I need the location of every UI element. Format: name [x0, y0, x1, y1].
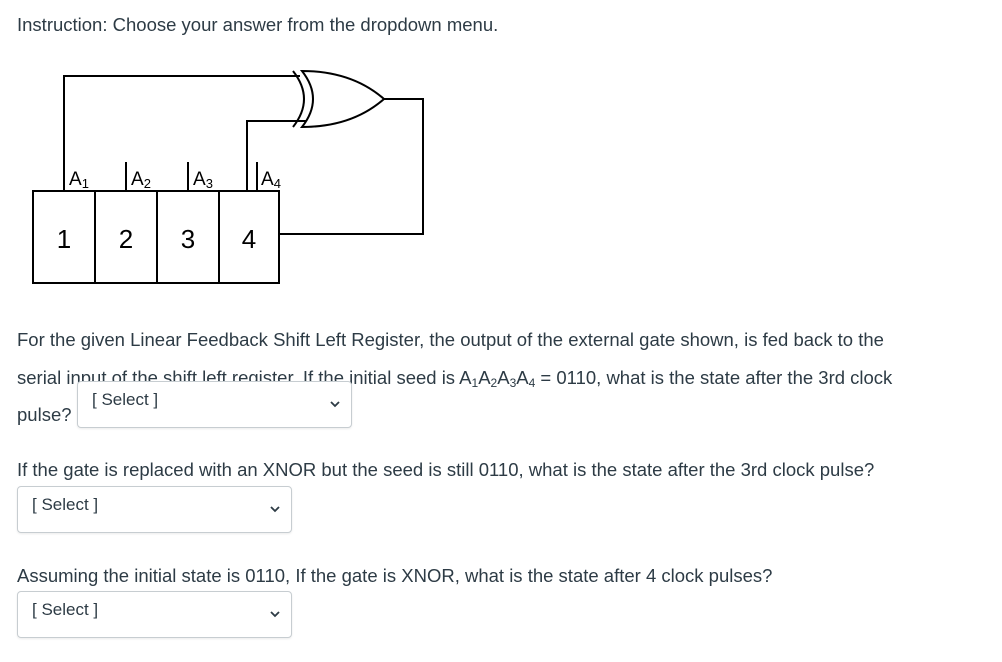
label-a1: A1: [69, 169, 89, 191]
xor-gate: [299, 69, 386, 129]
answer-2-dropdown[interactable]: [ Select ]: [17, 486, 292, 533]
question-1-line-3: pulse?: [17, 404, 72, 425]
wire-a1-to-gate: [63, 75, 300, 191]
answer-3-selected-value: [ Select ]: [32, 600, 99, 619]
question-1-line-1: For the given Linear Feedback Shift Left…: [17, 329, 884, 350]
register-cell-4: [218, 190, 280, 284]
chevron-down-icon: [270, 506, 280, 513]
instruction-text: Instruction: Choose your answer from the…: [17, 14, 499, 35]
wire-a3-to-gate: [246, 120, 306, 191]
cell-label-2: 2: [119, 224, 133, 254]
cell-label-4: 4: [242, 224, 256, 254]
feedback-wire: [279, 98, 424, 235]
label-a4: A4: [261, 169, 281, 191]
answer-3-dropdown[interactable]: [ Select ]: [17, 591, 292, 638]
answer-1-selected-value: [ Select ]: [92, 390, 159, 409]
question-3-text: Assuming the initial state is 0110, If t…: [17, 565, 773, 586]
answer-1-dropdown[interactable]: [ Select ]: [77, 381, 352, 428]
lfsr-diagram: 1 2 3 4 A1 A2 A3 A4: [32, 69, 424, 284]
cell-label-1: 1: [57, 224, 71, 254]
xor-gate-input-curve: [292, 70, 305, 128]
label-a3: A3: [193, 169, 213, 191]
answer-2-selected-value: [ Select ]: [32, 495, 99, 514]
chevron-down-icon: [270, 611, 280, 618]
label-a2: A2: [131, 169, 151, 191]
chevron-down-icon: [330, 401, 340, 408]
cell-label-3: 3: [181, 224, 195, 254]
question-2-text: If the gate is replaced with an XNOR but…: [17, 459, 875, 480]
